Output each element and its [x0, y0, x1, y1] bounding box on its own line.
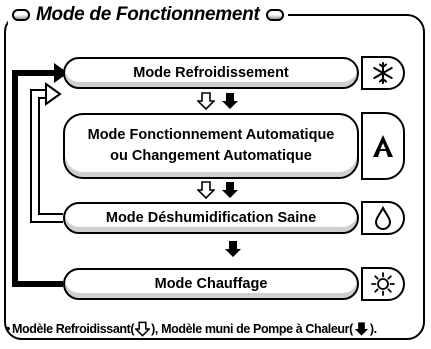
outline-down-arrow-icon: [197, 92, 215, 110]
mode-dehumidify: Mode Déshumidification Saine: [63, 202, 359, 234]
mode-auto-label-line2: ou Changement Automatique: [110, 148, 312, 164]
cooling-return-line-inner: [38, 97, 63, 215]
solid-down-arrow-icon: [222, 182, 238, 198]
mode-heating-label: Mode Chauffage: [154, 275, 268, 292]
mode-dehumidify-badge: [361, 201, 405, 235]
arrows-auto-to-dehumidify: [197, 181, 239, 199]
mode-cooling: Mode Refroidissement: [63, 57, 359, 89]
title-right-bead: [265, 9, 284, 21]
sun-icon: [371, 272, 395, 296]
diagram-title: Mode de Fonctionnement: [36, 4, 260, 25]
outline-down-arrow-icon: [135, 321, 151, 337]
mode-auto: Mode Fonctionnement Automatique ou Chang…: [63, 113, 359, 179]
title-bar: Mode de Fonctionnement: [8, 2, 288, 28]
legend-cooling-model: Modèle Refroidissant(: [11, 322, 135, 336]
legend-bullet: •: [6, 322, 10, 336]
water-drop-icon: [374, 206, 392, 230]
title-left-bead: [12, 9, 30, 21]
mode-heating-badge: [361, 267, 405, 301]
cooling-return-line-outer: [30, 89, 63, 223]
legend-end: ).: [369, 322, 377, 336]
arrows-cooling-to-auto: [197, 92, 239, 110]
solid-down-arrow-icon: [222, 93, 238, 109]
mode-auto-label-line1: Mode Fonctionnement Automatique: [87, 127, 335, 143]
heat-pump-return-arrowhead: [54, 63, 68, 83]
legend-heat-pump-model: ), Modèle muni de Pompe à Chaleur(: [151, 322, 353, 336]
solid-down-arrow-icon: [354, 322, 369, 336]
outline-down-arrow-icon: [197, 181, 215, 199]
mode-heating: Mode Chauffage: [63, 268, 359, 300]
mode-cooling-label: Mode Refroidissement: [133, 64, 289, 81]
arrows-dehumidify-to-heating: [224, 240, 242, 258]
mode-dehumidify-label: Mode Déshumidification Saine: [105, 209, 317, 226]
legend: • Modèle Refroidissant( ), Modèle muni d…: [6, 318, 377, 340]
cooling-return-arrowhead: [45, 82, 62, 106]
snowflake-icon: [373, 62, 393, 84]
auto-icon: [373, 135, 393, 157]
heat-pump-return-line: [12, 70, 63, 287]
mode-auto-badge: [361, 112, 405, 180]
solid-down-arrow-icon: [225, 241, 241, 257]
mode-cooling-badge: [361, 56, 405, 90]
